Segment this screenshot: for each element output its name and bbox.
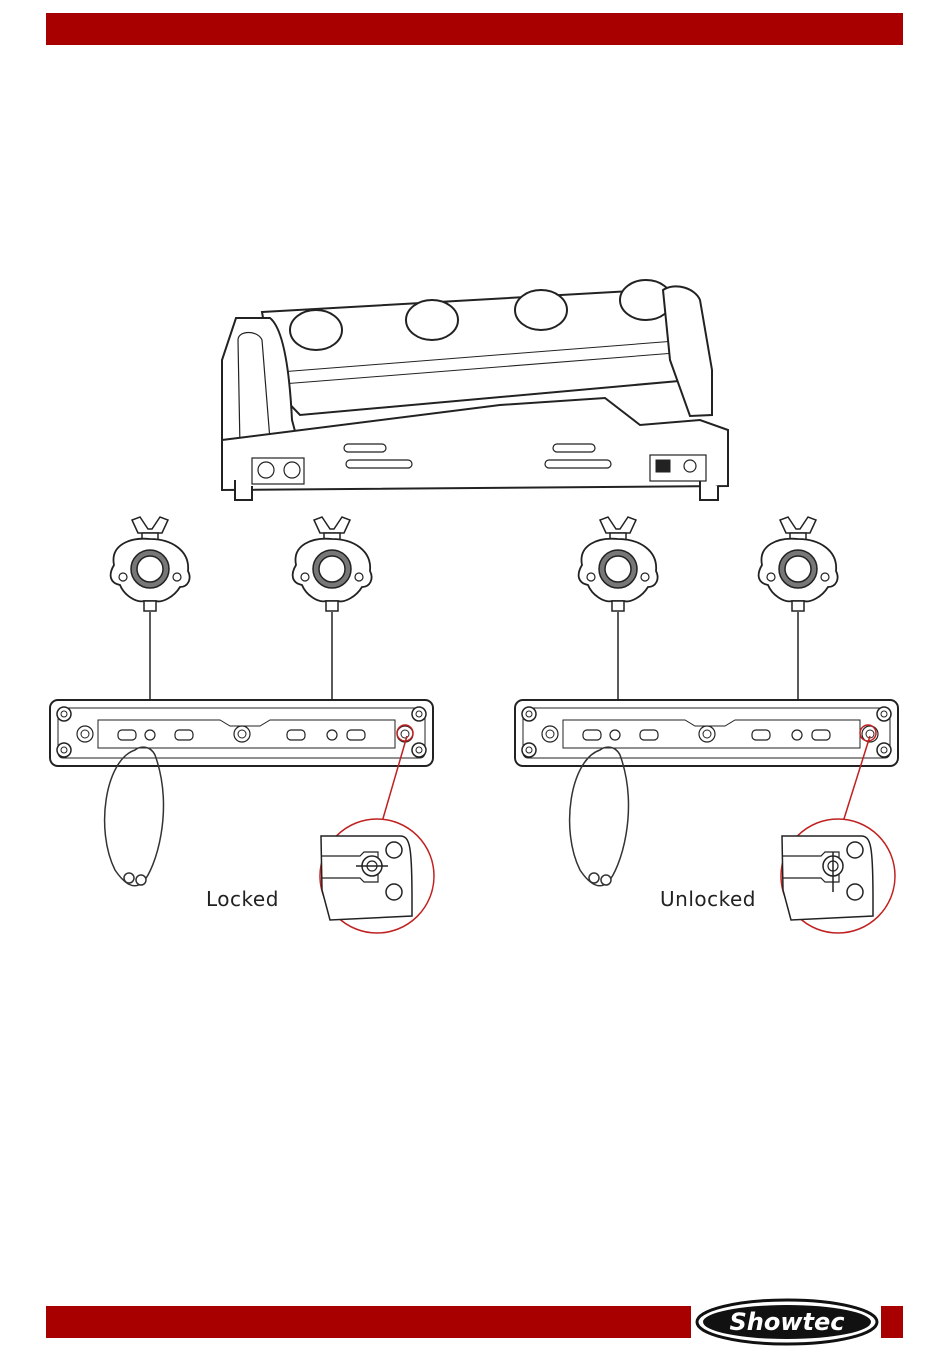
fixture-illustration bbox=[222, 280, 728, 500]
clamp-3 bbox=[579, 517, 658, 611]
clamp-1 bbox=[111, 517, 190, 611]
clamp-2 bbox=[293, 517, 372, 611]
showtec-logo: Showtec bbox=[695, 1298, 879, 1346]
footer-bar-end bbox=[881, 1306, 903, 1338]
logo-text: Showtec bbox=[729, 1308, 844, 1336]
footer-bar bbox=[46, 1306, 691, 1338]
clamp-4 bbox=[759, 517, 838, 611]
bracket-locked bbox=[50, 700, 433, 766]
bracket-unlocked bbox=[515, 700, 898, 766]
safety-cable-right bbox=[570, 747, 629, 886]
unlocked-label: Unlocked bbox=[660, 887, 756, 911]
safety-cable-left bbox=[105, 747, 164, 886]
locked-label: Locked bbox=[206, 887, 279, 911]
